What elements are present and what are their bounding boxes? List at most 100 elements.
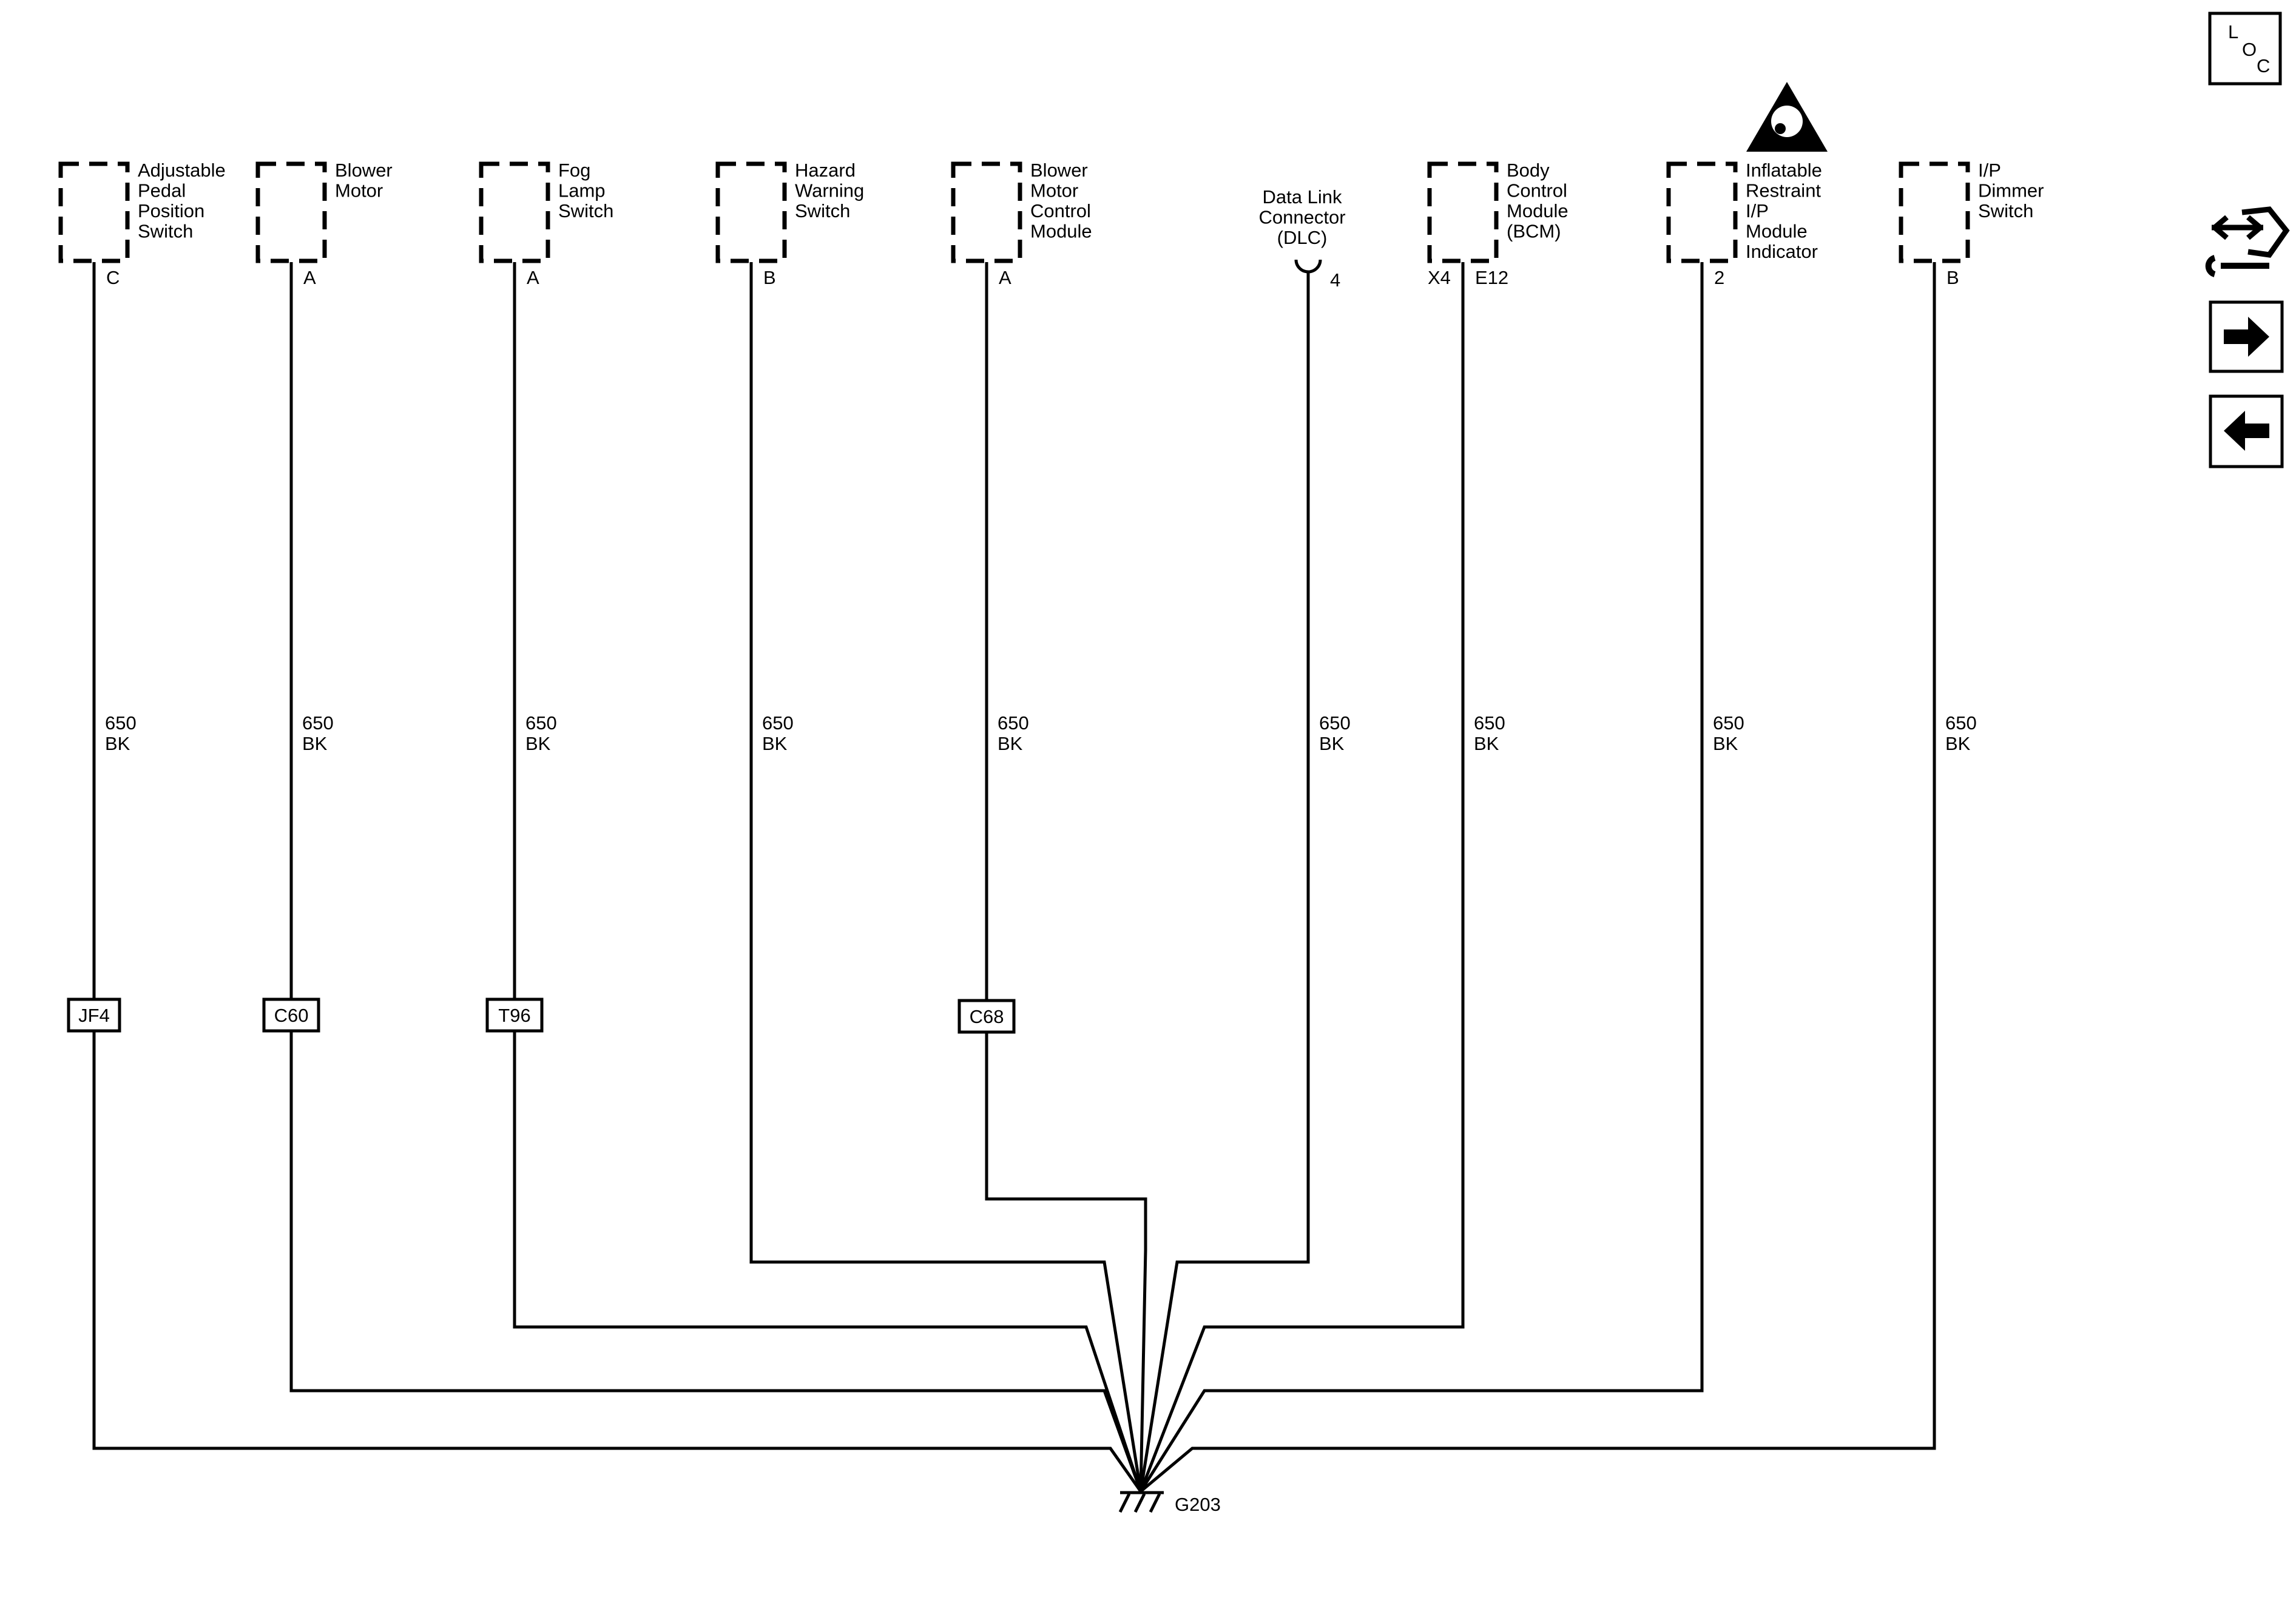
wire-650	[1139, 262, 1704, 1493]
dlc-socket-symbol	[1294, 259, 1322, 274]
component-name-line: Blower	[1030, 160, 1088, 181]
ground-symbol	[1118, 1491, 1164, 1513]
connector-outline	[2241, 206, 2290, 258]
component-name-line: Data Link	[1263, 186, 1342, 208]
component-name-line: I/P	[1746, 200, 1769, 221]
inline-connector-box	[262, 998, 320, 1033]
wire-color-label: BK	[525, 733, 551, 754]
component-name-line: Switch	[795, 200, 850, 221]
ground-label: G203	[1175, 1494, 1221, 1515]
connector-tool-icon[interactable]	[2205, 206, 2290, 277]
component-name-line: Body	[1507, 160, 1550, 181]
pin-label: B	[763, 267, 776, 288]
next-button[interactable]	[2209, 300, 2284, 373]
inline-connector-label: T96	[498, 1005, 530, 1026]
wire-color-label: BK	[1474, 733, 1499, 754]
connector-id-label: X4	[1428, 267, 1451, 288]
circuit-number-label: 650	[525, 712, 557, 734]
pin-label: A	[999, 267, 1011, 288]
wire-color-label: BK	[1319, 733, 1345, 754]
wire-650	[92, 262, 1143, 1493]
component-name-line: Control	[1030, 200, 1091, 221]
wire-650	[513, 262, 1143, 1492]
double-arrow	[2212, 215, 2263, 240]
component-name-line: Module	[1746, 221, 1808, 242]
pin-label: E12	[1475, 267, 1508, 288]
prev-button[interactable]	[2209, 394, 2284, 468]
component-outline	[715, 161, 787, 263]
wire-color-label: BK	[762, 733, 788, 754]
component-name-line: Indicator	[1746, 241, 1818, 262]
airbag-bubble	[1771, 106, 1803, 137]
component-outline	[1899, 161, 1970, 263]
component-outline	[479, 161, 550, 263]
wrench-shape	[2205, 255, 2269, 277]
component-outline	[1427, 161, 1499, 263]
loc-letter: O	[2242, 39, 2257, 60]
component-name-line: Motor	[1030, 180, 1078, 201]
component-name-line: Connector	[1258, 207, 1345, 228]
arrow-right-icon	[2224, 317, 2269, 357]
circuit-number-label: 650	[1713, 712, 1744, 734]
inline-connector-label: C60	[274, 1005, 309, 1026]
component-name-line: Switch	[138, 221, 193, 242]
wire-650	[749, 262, 1143, 1492]
component-inflatable-restraint-indicator: InflatableRestraintI/PModuleIndicator265…	[1139, 160, 1822, 1493]
pin-label: A	[303, 267, 316, 288]
component-outline	[255, 161, 327, 263]
component-name-line: Pedal	[138, 180, 186, 201]
circuit-number-label: 650	[302, 712, 334, 734]
loc-letter: C	[2257, 55, 2270, 76]
component-name-line: Position	[138, 200, 204, 221]
loc-button[interactable]: LOC	[2208, 12, 2282, 86]
component-name-line: Lamp	[558, 180, 606, 201]
component-name-line: Module	[1030, 221, 1092, 242]
occupant-head	[1775, 123, 1786, 134]
inline-connector-box	[485, 998, 544, 1033]
component-name-line: Module	[1507, 200, 1568, 221]
component-name-line: Warning	[795, 180, 864, 201]
circuit-number-label: 650	[998, 712, 1029, 734]
circuit-number-label: 650	[1474, 712, 1505, 734]
pin-label: A	[527, 267, 539, 288]
arrow-left-icon	[2224, 411, 2269, 451]
component-name-line: Switch	[1978, 200, 2033, 221]
wire-color-label: BK	[1713, 733, 1738, 754]
pin-label: 4	[1330, 269, 1340, 291]
wire-color-label: BK	[302, 733, 328, 754]
inline-connector-label: C68	[970, 1006, 1004, 1027]
wire-color-label: BK	[105, 733, 130, 754]
inline-connector-label: JF4	[78, 1005, 110, 1026]
component-outline	[58, 161, 130, 263]
component-name-line: (BCM)	[1507, 221, 1561, 242]
pin-label: B	[1947, 267, 1959, 288]
pin-label: 2	[1714, 267, 1724, 288]
wire-650	[985, 262, 1147, 1492]
wire-650	[1140, 262, 1936, 1493]
component-name-line: Switch	[558, 200, 613, 221]
airbag-warning-icon	[1746, 82, 1828, 152]
occupant-body	[1767, 135, 1797, 150]
circuit-number-label: 650	[1945, 712, 1977, 734]
component-name-line: Blower	[335, 160, 393, 181]
wire-color-label: BK	[998, 733, 1023, 754]
component-name-line: Dimmer	[1978, 180, 2044, 201]
wire-650	[1139, 272, 1310, 1492]
wire-650	[1139, 262, 1465, 1492]
component-name-line: Inflatable	[1746, 160, 1822, 181]
component-name-line: (DLC)	[1277, 227, 1328, 248]
wire-650	[289, 262, 1143, 1492]
component-outline	[1666, 161, 1738, 263]
ground-g203: G203	[1118, 1491, 1221, 1515]
loc-button-frame	[2208, 12, 2282, 86]
circuit-number-label: 650	[1319, 712, 1351, 734]
